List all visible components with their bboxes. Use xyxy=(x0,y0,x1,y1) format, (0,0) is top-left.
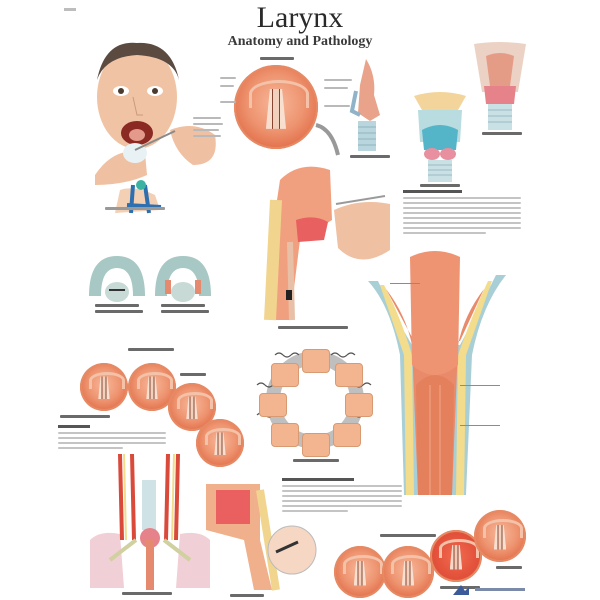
pathology-view-1 xyxy=(334,546,386,598)
mirror-view-illustration xyxy=(220,55,380,165)
side-view-caption xyxy=(350,155,390,158)
larynx-side-view-illustration xyxy=(340,55,400,165)
larynx-coronal-section xyxy=(360,245,510,495)
pathology-views xyxy=(330,490,580,600)
patient-face-drawing xyxy=(95,42,216,214)
sagittal-head-section-illustration xyxy=(240,160,390,330)
muscle-function-diagrams xyxy=(85,250,215,320)
patient-laryngoscopy-illustration xyxy=(75,35,225,215)
glottis-view-1 xyxy=(80,363,128,411)
larynx-back-view-illustration xyxy=(460,42,540,142)
vagus-caption xyxy=(122,592,172,595)
positions-caption xyxy=(128,348,174,351)
patient-caption xyxy=(105,207,165,210)
vocal-fold-positions xyxy=(40,345,250,467)
sagittal-caption xyxy=(278,326,348,329)
surgical-sagittal-view xyxy=(200,480,317,600)
glottis-view-4 xyxy=(196,419,244,467)
vibration-caption xyxy=(293,459,339,462)
surgical-caption xyxy=(230,594,264,597)
poster-code-label xyxy=(64,8,76,11)
mirror-view-caption xyxy=(260,57,294,60)
front-view-caption xyxy=(420,184,460,187)
vocal-fold-vibration-cycle xyxy=(255,345,375,465)
poster-title: Larynx xyxy=(256,1,344,34)
vagus-nerve-diagram xyxy=(80,450,220,600)
pathology-text-block xyxy=(282,478,402,515)
anatomy-text-block xyxy=(403,190,521,237)
poster-subtitle: Anatomy and Pathology xyxy=(227,34,373,49)
back-view-caption xyxy=(482,132,522,135)
pathology-view-4 xyxy=(474,510,526,562)
pathology-view-3 xyxy=(430,530,482,582)
larynx-front-view-illustration xyxy=(400,90,480,190)
pathology-view-2 xyxy=(382,546,434,598)
pathology-caption xyxy=(380,534,436,537)
